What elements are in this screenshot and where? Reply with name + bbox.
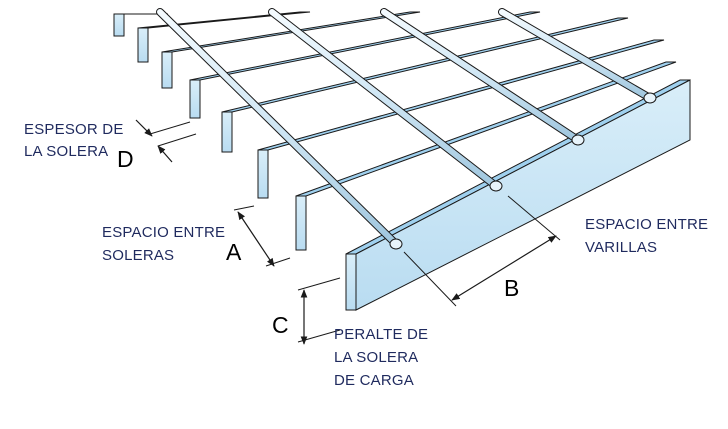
label-espesor-line1: ESPESOR DE <box>24 121 124 138</box>
dimension-c <box>297 277 341 345</box>
bearing-bars <box>113 11 691 311</box>
label-espacio-soleras-line1: ESPACIO ENTRE <box>102 224 225 241</box>
label-peralte-line1: PERALTE DE <box>334 326 428 343</box>
label-peralte-line2: LA SOLERA <box>334 349 418 366</box>
cross-rods <box>156 8 657 250</box>
bearing-bar <box>161 11 421 89</box>
dimension-a <box>233 205 291 267</box>
label-espacio-varillas-line1: ESPACIO ENTRE <box>585 216 708 233</box>
cross-rod <box>268 8 503 192</box>
dimension-b <box>403 195 561 307</box>
bearing-bar <box>137 11 311 63</box>
bearing-bar-front <box>345 79 691 311</box>
bearing-bar <box>113 13 168 37</box>
letter-d: D <box>117 146 134 172</box>
bearing-bar <box>189 11 541 119</box>
letter-b: B <box>504 275 519 301</box>
label-peralte-line3: DE CARGA <box>334 372 414 389</box>
label-espesor-line2: LA SOLERA <box>24 143 108 160</box>
label-espacio-soleras-line2: SOLERAS <box>102 247 174 264</box>
letter-a: A <box>226 239 242 265</box>
cross-rod <box>380 8 585 146</box>
dimension-d <box>135 119 197 163</box>
bearing-bar <box>221 17 629 153</box>
label-espacio-varillas-line2: VARILLAS <box>585 239 657 256</box>
letter-c: C <box>272 312 289 338</box>
bearing-bar <box>257 39 665 199</box>
cross-rod <box>156 8 403 250</box>
cross-rod <box>498 8 657 104</box>
bearing-bar <box>295 61 677 251</box>
